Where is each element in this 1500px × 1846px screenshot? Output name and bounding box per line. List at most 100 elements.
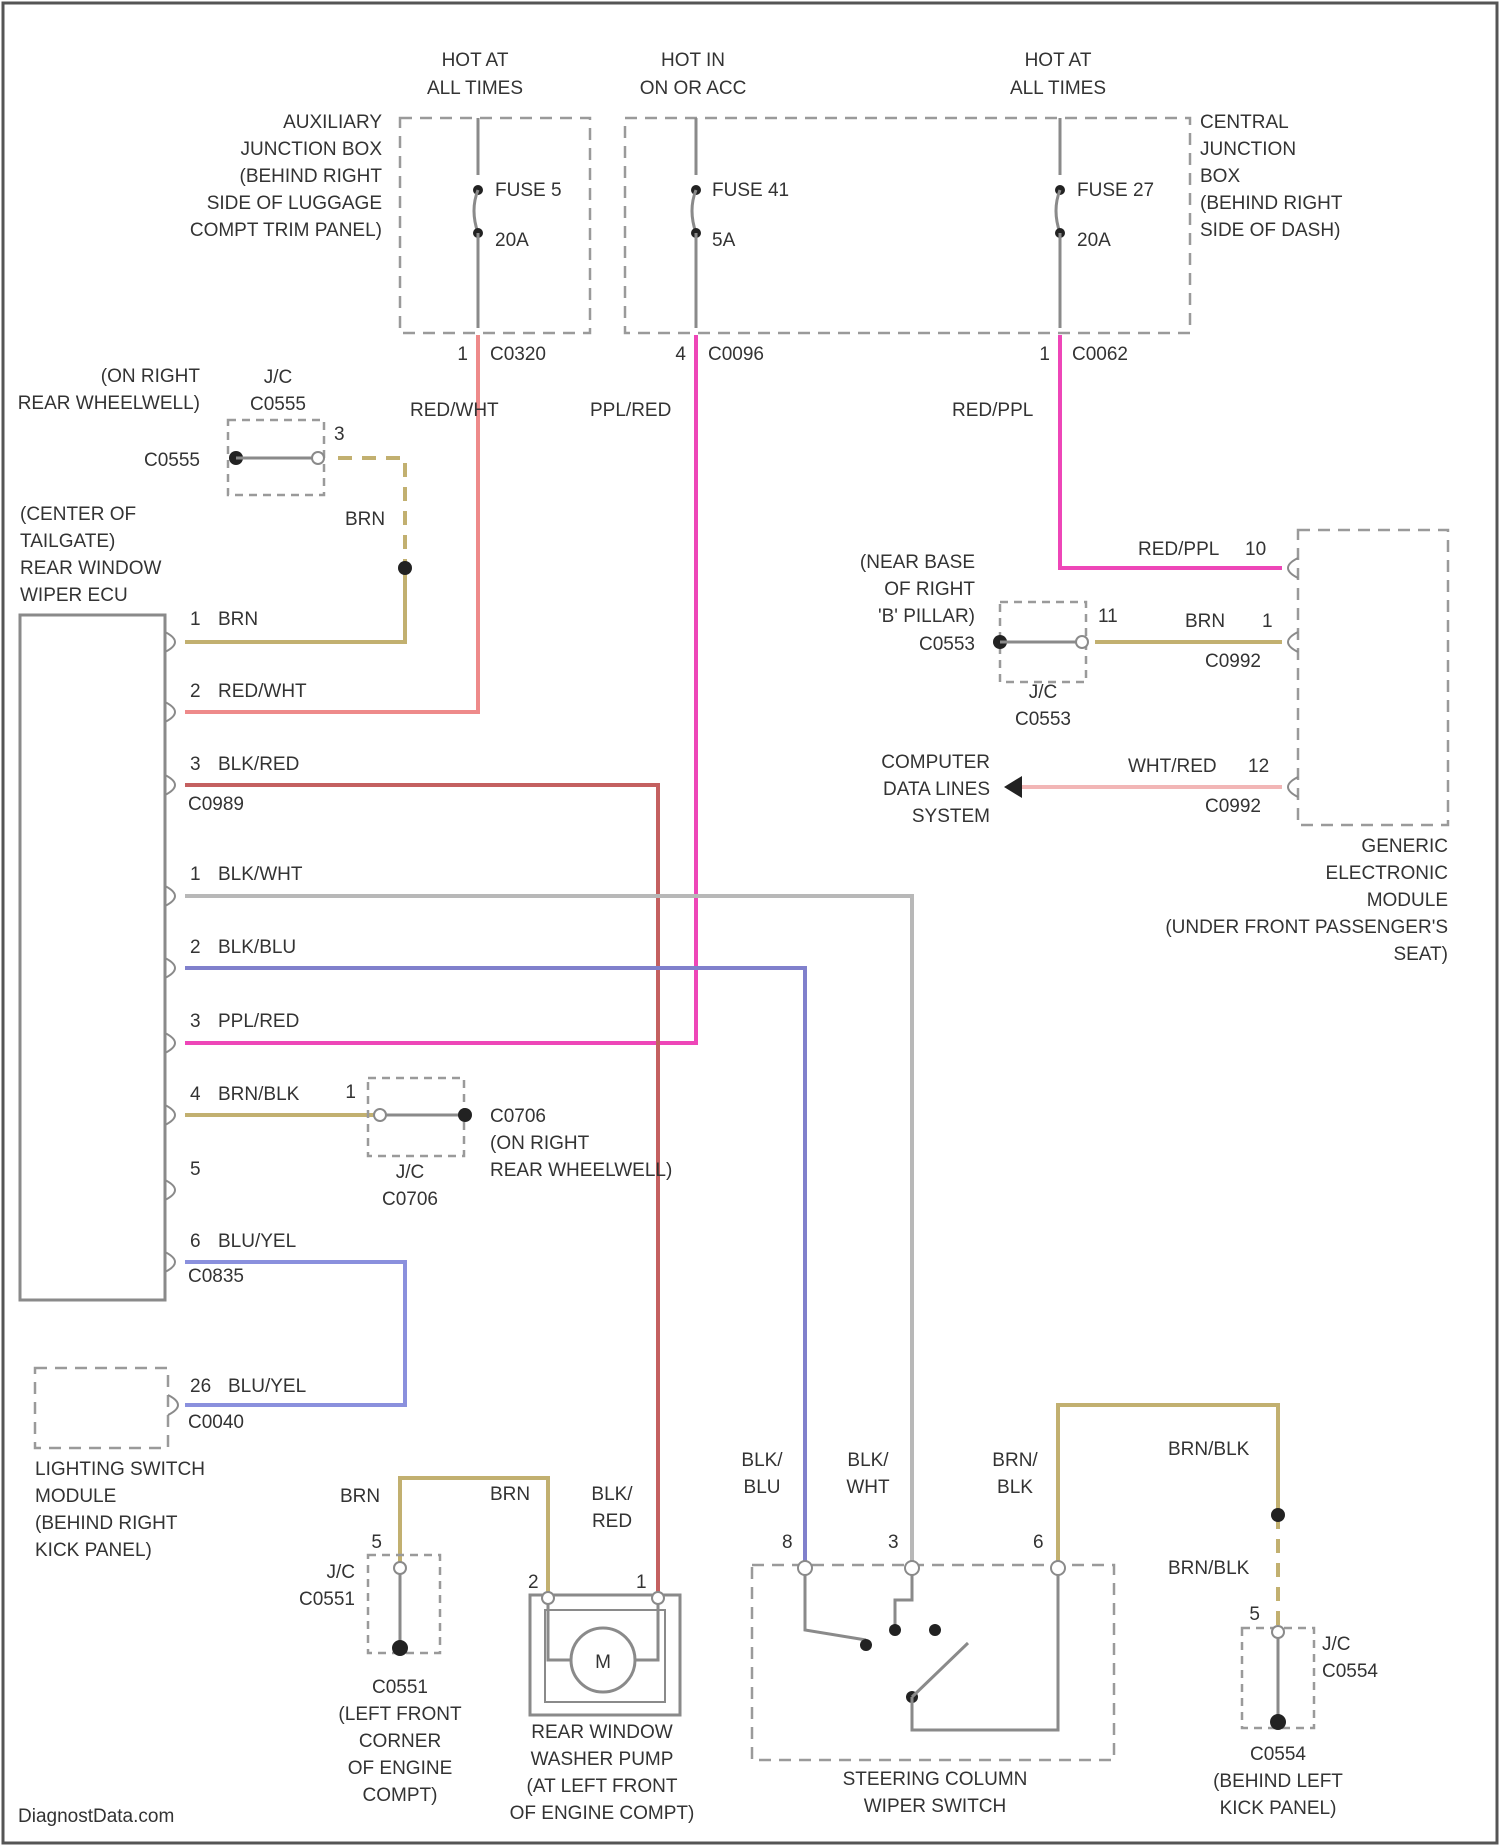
svg-text:C0062: C0062 (1072, 344, 1128, 365)
svg-text:JUNCTION: JUNCTION (1200, 139, 1296, 160)
auxiliary-junction-box (400, 118, 590, 333)
svg-text:BRN: BRN (218, 609, 258, 630)
generic-electronic-module (1298, 530, 1448, 825)
svg-text:C0096: C0096 (708, 344, 764, 365)
svg-text:BRN/BLK: BRN/BLK (218, 1084, 300, 1105)
gem-pin-stubs (1288, 558, 1298, 797)
svg-text:20A: 20A (1077, 230, 1111, 251)
svg-text:MODULE: MODULE (35, 1486, 116, 1507)
svg-text:1: 1 (190, 609, 201, 630)
svg-text:BLU/YEL: BLU/YEL (218, 1231, 296, 1252)
svg-text:REAR WINDOW: REAR WINDOW (531, 1722, 673, 1743)
svg-text:GENERIC: GENERIC (1361, 836, 1448, 857)
rear-window-washer-pump: M (530, 1592, 680, 1715)
svg-text:BLK/RED: BLK/RED (218, 754, 299, 775)
label-ppl-red: PPL/RED (590, 400, 671, 421)
svg-text:(ON RIGHT: (ON RIGHT (101, 366, 201, 387)
svg-text:4: 4 (190, 1084, 201, 1105)
rear-wiper-ecu-label: (CENTER OF TAILGATE) REAR WINDOW WIPER E… (20, 504, 162, 606)
svg-text:(BEHIND RIGHT: (BEHIND RIGHT (35, 1513, 178, 1534)
svg-text:BOX: BOX (1200, 166, 1240, 187)
svg-text:BLK/BLU: BLK/BLU (218, 937, 296, 958)
svg-text:(ON RIGHT: (ON RIGHT (490, 1133, 590, 1154)
washer-pump-wire-labels: BRN BRN BLK/ RED 2 1 (340, 1484, 647, 1593)
svg-text:BRN/BLK: BRN/BLK (1168, 1558, 1250, 1579)
svg-text:REAR WHEELWELL): REAR WHEELWELL) (18, 393, 200, 414)
svg-text:(UNDER FRONT PASSENGER'S: (UNDER FRONT PASSENGER'S (1165, 917, 1448, 938)
svg-text:BLK: BLK (997, 1477, 1033, 1498)
svg-text:C0040: C0040 (188, 1412, 244, 1433)
svg-text:WIPER ECU: WIPER ECU (20, 585, 128, 606)
svg-text:SEAT): SEAT) (1393, 944, 1448, 965)
wiper-switch-contacts (798, 1561, 1065, 1730)
svg-text:SIDE OF LUGGAGE: SIDE OF LUGGAGE (207, 193, 382, 214)
svg-text:CORNER: CORNER (359, 1731, 441, 1752)
svg-text:FUSE 41: FUSE 41 (712, 180, 789, 201)
ecu-bottom-pin-labels: 1 BLK/WHT 2 BLK/BLU 3 PPL/RED 4 BRN/BLK … (188, 864, 303, 1287)
svg-text:HOT IN: HOT IN (661, 50, 725, 71)
svg-text:BRN: BRN (1185, 611, 1225, 632)
fuse-41: FUSE 41 5A 4 C0096 (675, 118, 789, 365)
central-junction-box (625, 118, 1190, 333)
svg-text:(BEHIND RIGHT: (BEHIND RIGHT (240, 166, 383, 187)
svg-text:COMPT): COMPT) (363, 1785, 438, 1806)
svg-text:BRN/BLK: BRN/BLK (1168, 1439, 1250, 1460)
svg-text:KICK PANEL): KICK PANEL) (35, 1540, 152, 1561)
svg-text:WIPER SWITCH: WIPER SWITCH (864, 1796, 1007, 1817)
svg-text:5A: 5A (712, 230, 736, 251)
svg-text:C0989: C0989 (188, 794, 244, 815)
svg-text:TAILGATE): TAILGATE) (20, 531, 115, 552)
washer-pump-label: REAR WINDOW WASHER PUMP (AT LEFT FRONT O… (510, 1722, 695, 1824)
svg-text:C0553: C0553 (1015, 709, 1071, 730)
svg-text:1: 1 (190, 864, 201, 885)
svg-text:OF ENGINE COMPT): OF ENGINE COMPT) (510, 1803, 695, 1824)
svg-text:J/C: J/C (1322, 1634, 1351, 1655)
svg-text:BRN/: BRN/ (992, 1450, 1038, 1471)
svg-text:C0553: C0553 (919, 634, 975, 655)
brand-watermark: DiagnostData.com (18, 1806, 174, 1827)
label-red-ppl: RED/PPL (952, 400, 1033, 421)
svg-text:RED/WHT: RED/WHT (218, 681, 307, 702)
svg-text:6: 6 (1033, 1532, 1044, 1553)
svg-text:3: 3 (190, 1011, 201, 1032)
wire-blk-blu (185, 968, 805, 1565)
svg-text:STEERING COLUMN: STEERING COLUMN (843, 1769, 1028, 1790)
svg-text:OF ENGINE: OF ENGINE (348, 1758, 453, 1779)
jc-c0706: 1 C0706 (ON RIGHT REAR WHEELWELL) J/C C0… (345, 1078, 672, 1210)
svg-text:J/C: J/C (1029, 682, 1058, 703)
svg-text:REAR WHEELWELL): REAR WHEELWELL) (490, 1160, 672, 1181)
svg-text:1: 1 (457, 344, 468, 365)
rear-wiper-ecu (20, 615, 165, 1300)
central-junction-box-label: CENTRAL JUNCTION BOX (BEHIND RIGHT SIDE … (1200, 112, 1343, 241)
svg-text:2: 2 (190, 937, 201, 958)
jc-c0554: BRN/BLK BRN/BLK 5 J/C C0554 C0554 (BEHIN… (1168, 1439, 1378, 1819)
power-header-1: HOT AT ALL TIMES (427, 50, 523, 99)
svg-text:5: 5 (371, 1532, 382, 1553)
svg-text:1: 1 (1262, 611, 1273, 632)
lighting-pin-stub (168, 1395, 178, 1415)
svg-text:6: 6 (190, 1231, 201, 1252)
svg-text:20A: 20A (495, 230, 529, 251)
svg-text:C0835: C0835 (188, 1266, 244, 1287)
wire-red-wht (185, 335, 478, 712)
svg-text:C0555: C0555 (250, 394, 306, 415)
switch-wire-labels: BLK/ BLU BLK/ WHT BRN/ BLK 8 3 6 (741, 1450, 1043, 1553)
svg-text:1: 1 (636, 1572, 647, 1593)
power-header-2: HOT IN ON OR ACC (640, 50, 747, 99)
svg-text:COMPUTER: COMPUTER (881, 752, 990, 773)
svg-text:8: 8 (782, 1532, 793, 1553)
power-header-3: HOT AT ALL TIMES (1010, 50, 1106, 99)
svg-text:BLU/YEL: BLU/YEL (228, 1376, 306, 1397)
svg-text:BLK/: BLK/ (741, 1450, 783, 1471)
svg-text:DATA LINES: DATA LINES (883, 779, 990, 800)
svg-text:10: 10 (1245, 539, 1266, 560)
svg-text:LIGHTING SWITCH: LIGHTING SWITCH (35, 1459, 205, 1480)
svg-text:FUSE 27: FUSE 27 (1077, 180, 1154, 201)
svg-text:4: 4 (675, 344, 686, 365)
svg-text:ELECTRONIC: ELECTRONIC (1326, 863, 1448, 884)
svg-text:HOT AT: HOT AT (1025, 50, 1092, 71)
svg-text:C0551: C0551 (299, 1589, 355, 1610)
svg-text:26: 26 (190, 1376, 211, 1397)
svg-text:(LEFT FRONT: (LEFT FRONT (338, 1704, 462, 1725)
